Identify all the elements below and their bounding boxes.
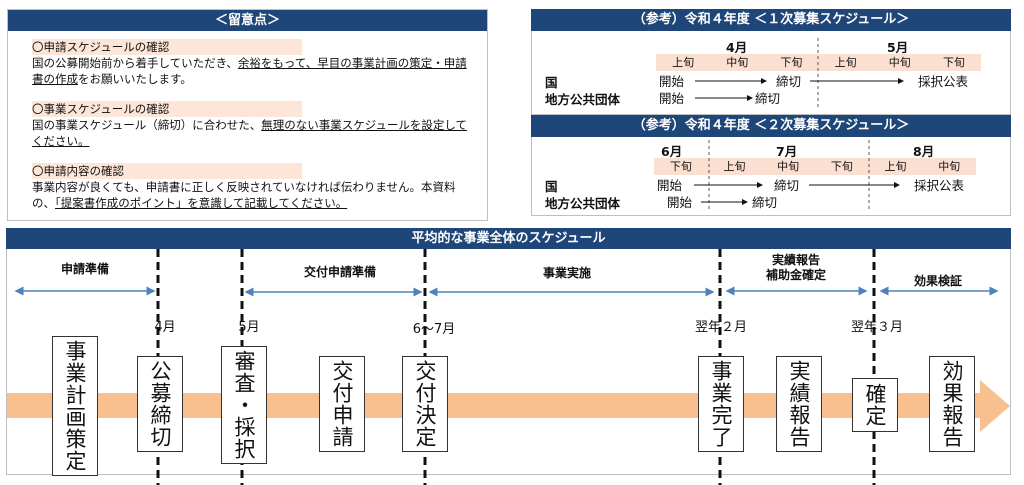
note-heading: 〇事業スケジュールの確認 — [32, 101, 302, 117]
period: 上旬 — [884, 160, 907, 173]
note-underlined: 「提案書作成のポイント」を意識して記載してください。 — [55, 196, 348, 210]
deadline-label: 締切 — [774, 178, 800, 193]
round2-periods: 下旬 上旬 中旬 下旬 上旬 中旬 — [654, 158, 976, 175]
period: 下旬 — [830, 160, 853, 173]
start-label: 開始 — [657, 178, 683, 193]
step-plan: 事業計画策定 — [52, 336, 98, 476]
start-label: 開始 — [659, 91, 685, 106]
period: 下旬 — [669, 160, 692, 173]
note-heading: 〇申請スケジュールの確認 — [32, 39, 302, 55]
announce-label: 採択公表 — [918, 74, 969, 89]
period: 上旬 — [723, 160, 746, 173]
phase-label: 申請準備 — [60, 262, 110, 276]
period: 下旬 — [780, 56, 803, 69]
phase-label: 実績報告 補助金確定 — [765, 253, 827, 282]
month-label: 翌年２月 — [694, 320, 748, 335]
row-national: 国 — [545, 75, 558, 90]
period: 上旬 — [672, 56, 695, 69]
deadline-label: 締切 — [755, 91, 781, 106]
period: 中旬 — [888, 56, 911, 69]
phase-label: 効果検証 — [913, 274, 963, 288]
row-national: 国 — [545, 179, 558, 194]
round2-month: 8月 — [913, 144, 935, 159]
note-text: 国の公募開始前から着手していただき、 — [32, 56, 238, 70]
note-application-schedule: 〇申請スケジュールの確認 国の公募開始前から着手していただき、余裕をもって、早目… — [32, 39, 472, 87]
round1-title: （参考）令和４年度 ＜１次募集スケジュール＞ — [531, 9, 1011, 31]
notes-panel: ＜留意点＞ 〇申請スケジュールの確認 国の公募開始前から着手していただき、余裕を… — [7, 9, 488, 221]
round1-month: 5月 — [887, 40, 909, 55]
note-text: をお願いいたします。 — [78, 72, 192, 86]
round2-month: 7月 — [776, 144, 798, 159]
step-report: 実績報告 — [776, 356, 822, 452]
step-effect-report: 効果報告 — [929, 356, 975, 452]
month-label: 4月 — [154, 320, 176, 335]
note-application-content: 〇申請内容の確認 事業内容が良くても、申請書に正しく反映されていなければ伝わりま… — [32, 163, 472, 211]
note-heading: 〇申請内容の確認 — [32, 163, 302, 179]
month-label: 5月 — [238, 320, 260, 335]
phase-arrows — [14, 286, 999, 297]
period: 中旬 — [726, 56, 749, 69]
deadline-label: 締切 — [752, 195, 778, 210]
step-grant-application: 交付申請 — [319, 356, 365, 452]
step-confirm: 確定 — [852, 378, 898, 432]
step-review: 審査・採択 — [221, 346, 267, 464]
step-completion: 事業完了 — [698, 356, 744, 452]
period: 中旬 — [938, 160, 961, 173]
row-local: 地方公共団体 — [545, 196, 621, 211]
note-text: 事業内容が良くても、申請書に正しく反映されていなければ伝わりません。本資料の、 — [32, 180, 456, 210]
period: 下旬 — [942, 56, 965, 69]
round1-month: 4月 — [726, 40, 748, 55]
period: 中旬 — [777, 160, 800, 173]
period: 上旬 — [834, 56, 857, 69]
step-grant-decision: 交付決定 — [402, 356, 448, 452]
start-label: 開始 — [659, 74, 685, 89]
notes-title: ＜留意点＞ — [8, 10, 487, 31]
phase-label: 事業実施 — [542, 266, 592, 280]
start-label: 開始 — [667, 195, 693, 210]
note-project-schedule: 〇事業スケジュールの確認 国の事業スケジュール（締切）に合わせた、無理のない事業… — [32, 101, 472, 149]
round2-title: （参考）令和４年度 ＜２次募集スケジュール＞ — [531, 115, 1011, 137]
deadline-label: 締切 — [776, 74, 802, 89]
month-label: 翌年３月 — [850, 320, 904, 335]
round2-month: 6月 — [661, 144, 683, 159]
announce-label: 採択公表 — [914, 178, 965, 193]
step-deadline: 公募締切 — [137, 356, 183, 452]
row-local: 地方公共団体 — [545, 92, 621, 107]
month-label: 6～7月 — [412, 322, 456, 337]
phase-label: 交付申請準備 — [303, 265, 377, 279]
note-text: 国の事業スケジュール（締切）に合わせた、 — [32, 118, 262, 132]
note-underlined: 余裕をもって、早目の事業計画の策定・申請書の作成 — [32, 56, 467, 86]
note-underlined: 無理のない事業スケジュールを設定してください。 — [32, 118, 468, 148]
overall-title: 平均的な事業全体のスケジュール — [6, 228, 1011, 249]
